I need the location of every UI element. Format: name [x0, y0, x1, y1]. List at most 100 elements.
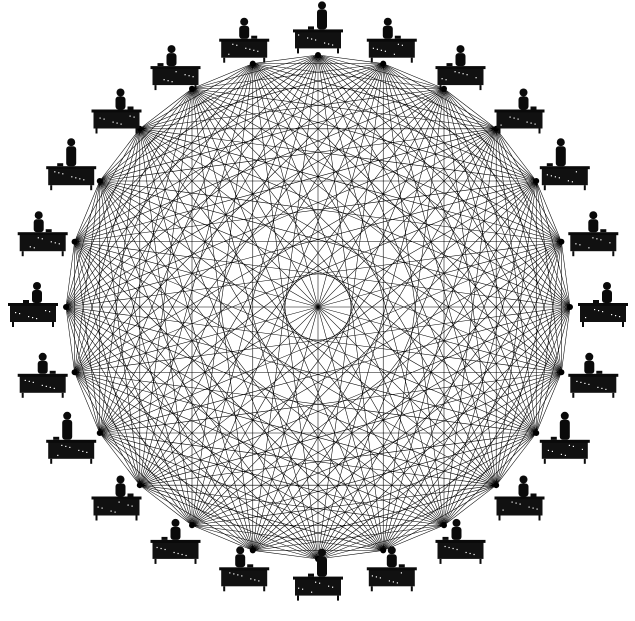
desk-station [568, 353, 618, 398]
desk-texture [241, 575, 242, 576]
person-head [172, 519, 180, 527]
desk-top [46, 166, 96, 169]
connection-line [253, 433, 536, 550]
node-point [558, 239, 564, 245]
person-body [171, 527, 181, 540]
desk-texture [393, 581, 394, 582]
desk-leg [155, 559, 157, 564]
person-head [236, 546, 244, 554]
person-head [561, 412, 569, 420]
desk-leg [195, 559, 197, 564]
desk-texture [302, 589, 303, 590]
desk-texture [298, 34, 299, 35]
desk-texture [307, 37, 308, 38]
person-head [520, 476, 528, 484]
desk-leg [90, 185, 92, 190]
desk-top [18, 232, 68, 235]
desk-leg [499, 129, 501, 134]
connection-line [192, 525, 318, 559]
person-body [32, 290, 42, 303]
desk-texture [30, 246, 31, 247]
desk-item [251, 36, 257, 39]
desk-texture [229, 572, 230, 573]
desk-texture [619, 316, 620, 317]
connection-line [75, 89, 192, 372]
desk-texture [257, 51, 258, 52]
person-body [452, 527, 462, 540]
person-body [38, 361, 48, 374]
desk-texture [189, 75, 190, 76]
desk-leg [263, 58, 265, 63]
desk-leg [411, 58, 413, 63]
connection-line [100, 181, 570, 307]
node-point [72, 239, 78, 245]
desk-texture [402, 45, 403, 46]
desk-texture [582, 449, 583, 450]
desk-texture [445, 546, 446, 547]
desk [438, 542, 484, 559]
connection-line [444, 89, 561, 372]
desk-texture [470, 553, 471, 554]
person-head [557, 138, 565, 146]
desk-leg [499, 516, 501, 521]
node-point [250, 61, 256, 67]
person-body [560, 420, 570, 440]
desk-texture [547, 174, 548, 175]
desk-texture [298, 588, 299, 589]
desk-leg [136, 516, 138, 521]
desk-leg [411, 586, 413, 591]
person-head [457, 45, 465, 53]
person-body [387, 554, 397, 567]
desk-texture [29, 381, 30, 382]
person-body [66, 146, 76, 166]
desk [570, 376, 616, 393]
desk-texture [237, 574, 238, 575]
desk-texture [165, 549, 166, 550]
desk-texture [157, 547, 158, 548]
connection-line [140, 485, 444, 525]
desk-texture [397, 582, 398, 583]
desk-texture [45, 310, 46, 311]
desk-texture [457, 549, 458, 550]
desk-leg [337, 48, 339, 53]
desk-leg [96, 129, 98, 134]
person-head [117, 89, 125, 97]
desk-texture [172, 81, 173, 82]
desk-texture [79, 178, 80, 179]
connection-line [192, 89, 496, 129]
connection-line [192, 485, 496, 525]
desk-station [495, 89, 545, 134]
desk-texture [381, 50, 382, 51]
desk-texture [62, 173, 63, 174]
desk-texture [232, 44, 233, 45]
desk-leg [136, 129, 138, 134]
connection-line [444, 242, 561, 525]
desk-texture [455, 71, 456, 72]
desk-texture [377, 49, 378, 50]
connection-line [75, 181, 537, 372]
desk-top [540, 440, 590, 443]
desk-texture [254, 579, 255, 580]
connection-line [140, 55, 318, 129]
desk-station [367, 546, 417, 591]
person-head [240, 18, 248, 26]
desk-top [568, 374, 618, 377]
desk-top [540, 166, 590, 169]
desk-station [540, 138, 590, 190]
desk-leg [337, 596, 339, 601]
desk-texture [236, 45, 237, 46]
connection-line [100, 181, 562, 372]
connection-line [100, 64, 383, 181]
desk-texture [250, 578, 251, 579]
desk-leg [480, 85, 482, 90]
desk [153, 68, 199, 85]
connection-line [75, 242, 537, 433]
desk-item [547, 163, 553, 166]
desk-texture [459, 72, 460, 73]
desk-texture [568, 180, 569, 181]
desk-texture [311, 592, 312, 593]
desk-texture [588, 384, 589, 385]
person-head [33, 282, 41, 290]
desk-texture [115, 512, 116, 513]
